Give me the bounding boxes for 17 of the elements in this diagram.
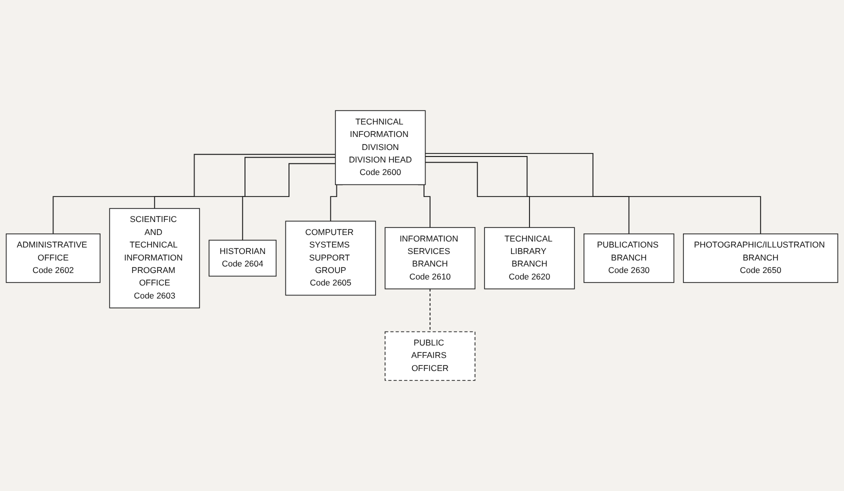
node-box: INFORMATION SERVICES BRANCH Code 2610 xyxy=(384,227,476,290)
node-box: PUBLICATIONS BRANCH Code 2630 xyxy=(584,233,674,283)
connector xyxy=(154,156,336,209)
connector xyxy=(424,156,630,234)
node-box: TECHNICAL INFORMATION DIVISION DIVISION HEAD Code 2600 xyxy=(334,110,426,186)
node-box: COMPUTER SYSTEMS SUPPORT GROUP Code 2605 xyxy=(285,220,376,296)
connector xyxy=(430,288,431,332)
connector xyxy=(242,163,336,241)
connector xyxy=(424,152,762,234)
node-box: TECHNICAL LIBRARY BRANCH Code 2620 xyxy=(484,227,575,290)
connector xyxy=(52,154,336,234)
node-box: PHOTOGRAPHIC/ILLUSTRATION BRANCH Code 2650 xyxy=(683,233,838,283)
node-box: HISTORIAN Code 2604 xyxy=(208,240,277,277)
node-box: ADMINISTRATIVE OFFICE Code 2602 xyxy=(6,233,100,283)
node-box: PUBLIC AFFAIRS OFFICER xyxy=(384,331,476,381)
connector xyxy=(424,162,530,228)
node-box: SCIENTIFIC AND TECHNICAL INFORMATION PROGRAM OFFICE Code 2603 xyxy=(109,208,200,308)
